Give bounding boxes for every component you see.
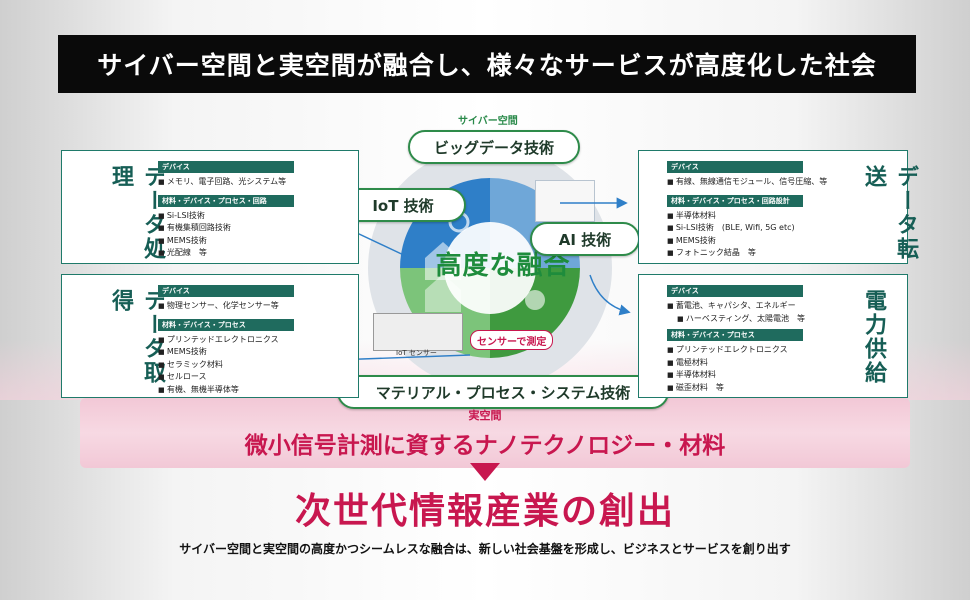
list-item: 物理センサー、化学センサー等 — [158, 300, 294, 313]
cyber-space-label: サイバー空間 — [458, 116, 518, 127]
list-item: 磁歪材料 等 — [667, 382, 805, 395]
iot-sensor-photo — [373, 313, 463, 351]
list-item: MEMS技術 — [667, 235, 827, 248]
list-item: 半導体材料 — [667, 369, 805, 382]
list-item: 有機、無機半導体等 — [158, 384, 294, 397]
real-space-band — [80, 398, 910, 468]
list-item: MEMS技術 — [158, 235, 294, 248]
category-label: デバイス — [158, 285, 294, 297]
category-label: 材料・デバイス・プロセス・回路 — [158, 194, 294, 207]
box-power-supply: 電力供給 デバイス 蓄電池、キャパシタ、エネルギー ハーベスティング、太陽電池 … — [638, 274, 908, 398]
bigdata-tech-pill: ビッグデータ技術 — [408, 130, 580, 164]
list-item: 蓄電池、キャパシタ、エネルギー — [667, 300, 805, 313]
material-tech-pill: マテリアル・プロセス・システム技術 — [337, 375, 669, 409]
down-triangle-icon — [470, 463, 500, 481]
ai-tech-pill: AI 技術 — [530, 222, 640, 256]
list-item: 有線、無線通信モジュール、信号圧縮、等 — [667, 176, 827, 189]
category-label: 材料・デバイス・プロセス・回路設計 — [667, 194, 803, 207]
box-title: 電力供給 — [861, 289, 886, 385]
list-item: 半導体材料 — [667, 210, 827, 223]
iot-sensor-caption: IoT センサー — [396, 349, 437, 357]
list-item: プリンテッドエレクトロニクス — [158, 334, 294, 347]
caption: サイバー空間と実空間の高度かつシームレスな融合は、新しい社会基盤を形成し、ビジネ… — [179, 542, 791, 556]
house-icon — [425, 242, 461, 280]
list-item: 電極材料 — [667, 357, 805, 370]
list-item: Si-LSI技術 — [158, 210, 294, 223]
dashboard-thumbnail — [535, 180, 595, 222]
house-icon — [425, 274, 461, 312]
list-item: 光配線 等 — [158, 247, 294, 260]
page-title: サイバー空間と実空間が融合し、様々なサービスが高度化した社会 — [58, 35, 916, 93]
list-item: フォトニック結晶 等 — [667, 247, 827, 260]
box-data-processing: データ処理 デバイス メモリ、電子回路、光システム等 材料・デバイス・プロセス・… — [61, 150, 359, 264]
category-label: 材料・デバイス・プロセス — [158, 318, 294, 331]
list-item-continued: ハーベスティング、太陽電池 等 — [667, 313, 805, 326]
box-data-transfer: データ転送 デバイス 有線、無線通信モジュール、信号圧縮、等 材料・デバイス・プ… — [638, 150, 918, 264]
list-item: MEMS技術 — [158, 346, 294, 359]
nanotech-heading: 微小信号計測に資するナノテクノロジー・材料 — [244, 433, 726, 459]
iot-tech-pill: IoT 技術 — [340, 188, 466, 222]
category-label: デバイス — [158, 161, 294, 173]
category-label: デバイス — [667, 285, 803, 297]
center-disc — [444, 222, 536, 314]
category-label: デバイス — [667, 161, 803, 173]
box-title: データ転送 — [861, 165, 918, 261]
list-item: セルロース — [158, 371, 294, 384]
list-item: セラミック材料 — [158, 359, 294, 372]
list-item: Si-LSI技術 (BLE, Wifi, 5G etc) — [667, 222, 827, 235]
list-item: プリンテッドエレクトロニクス — [667, 344, 805, 357]
sensor-callout: センサーで測定 — [470, 330, 554, 350]
result-heading: 次世代情報産業の創出 — [294, 491, 675, 532]
real-space-label: 実空間 — [468, 409, 502, 422]
list-item: 有機集積回路技術 — [158, 222, 294, 235]
center-label: 高度な融合 — [435, 251, 571, 281]
category-label: 材料・デバイス・プロセス — [667, 329, 803, 341]
box-data-acquisition: データ取得 デバイス 物理センサー、化学センサー等 材料・デバイス・プロセス プ… — [61, 274, 359, 398]
list-item: メモリ、電子回路、光システム等 — [158, 176, 294, 189]
location-pin-icon — [525, 290, 545, 310]
